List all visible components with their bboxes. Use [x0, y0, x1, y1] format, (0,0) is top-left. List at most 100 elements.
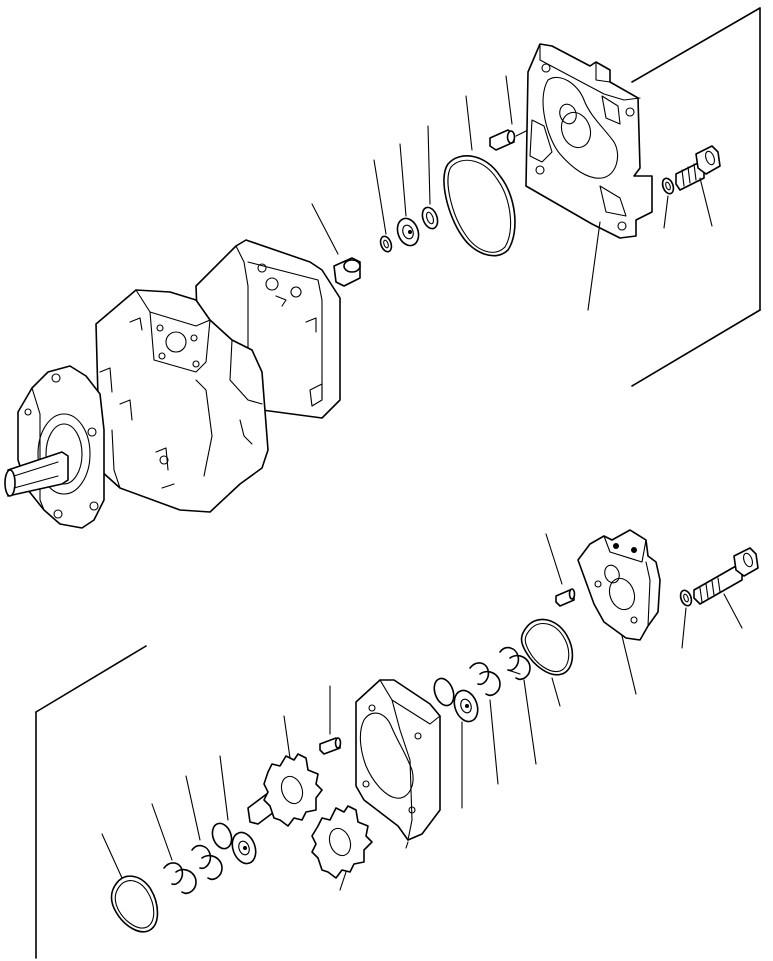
- leader-driven-gear: [339, 871, 347, 891]
- rear-port-mark: [275, 295, 287, 307]
- front-flange-edge: [31, 387, 45, 511]
- rear-bolt-hole-1: [265, 277, 279, 291]
- lower-seal-ring-inner: [524, 623, 570, 673]
- rear-cover-slot-2: [599, 185, 627, 217]
- lower-end-cover-hole-2: [631, 547, 637, 553]
- lower-bearing-inner: [460, 698, 472, 714]
- frame-lines: [35, 7, 761, 959]
- dowel-pin-upper-end: [506, 130, 516, 144]
- flange-pilot-inner: [45, 423, 83, 485]
- lower-end-cover-bore-2: [604, 564, 620, 584]
- lower-bolt-head: [733, 547, 759, 577]
- leader-front-seal: [101, 833, 123, 879]
- leader-dowel-lower: [545, 533, 563, 585]
- flange-bolt-5: [24, 408, 32, 416]
- front-bearing-1: [211, 822, 233, 850]
- spacer-washer: [421, 206, 439, 230]
- small-snap-ring: [379, 235, 393, 253]
- leader-clip-upper: [523, 679, 537, 765]
- gear-housing-hole-4: [408, 806, 416, 814]
- upper-bolt-head-face: [704, 150, 716, 166]
- leader-clip-front-2: [151, 803, 173, 861]
- rear-cover-bore-2: [559, 103, 577, 125]
- lower-thrust-plate: [433, 677, 455, 707]
- center-body-top-edge: [135, 289, 211, 327]
- front-seal-ring-inner: [114, 880, 155, 929]
- leader-bearing: [399, 143, 407, 217]
- flange-bolt-3: [89, 501, 99, 511]
- leader-gear-housing: [405, 841, 409, 849]
- lower-bolt-washer-hole: [683, 593, 689, 603]
- rear-housing-face: [247, 261, 323, 401]
- lower-end-cover-hole-1: [613, 543, 619, 549]
- center-body-mark-5: [161, 483, 175, 489]
- clip-upper-1: [499, 646, 520, 672]
- clip-upper-2: [509, 654, 531, 681]
- rear-cover-bore-1: [560, 111, 592, 149]
- front-bearing-ball: [243, 846, 247, 850]
- drive-gear: [263, 753, 323, 827]
- upper-bearing-ball: [408, 230, 412, 234]
- center-body-mark-2: [99, 367, 113, 393]
- lower-end-cover: [577, 529, 661, 641]
- gear-housing-hole-1: [368, 704, 376, 712]
- upper-bolt-washer: [661, 177, 675, 195]
- leader-dowel-upper: [505, 75, 513, 125]
- clip-upper-bridge: [507, 669, 521, 675]
- drive-shaft-end: [4, 469, 16, 497]
- lower-seal-ring: [520, 618, 574, 676]
- leader-upper-washer: [663, 195, 669, 229]
- leader-drive-gear: [283, 715, 291, 759]
- clip-front-4: [175, 868, 197, 895]
- center-body-lower: [111, 429, 121, 489]
- rear-foot: [309, 383, 323, 407]
- gear-housing: [355, 679, 441, 841]
- gear-housing-hole-3: [362, 780, 370, 788]
- center-port-bolt-1: [156, 324, 164, 332]
- clip-mid-1: [469, 662, 490, 686]
- center-body-rib: [195, 379, 213, 477]
- lower-bolt-thread-3: [711, 580, 715, 596]
- dowel-upper-guide: [515, 129, 529, 137]
- center-port-bolt-2: [190, 334, 198, 342]
- lower-end-cover-hole-3: [594, 580, 602, 588]
- bushing-end: [343, 259, 361, 273]
- spacer-washer-hole: [425, 211, 435, 225]
- flange-bolt-4: [53, 509, 63, 519]
- pump-assembly: [4, 239, 341, 529]
- rear-bolt-hole-2: [290, 286, 302, 298]
- dowel-pin-lower-end: [568, 588, 576, 600]
- upper-bolt-thread-3: [693, 163, 697, 181]
- rear-cover-recess: [542, 76, 619, 179]
- upper-bolt-head: [695, 145, 721, 175]
- center-body-side: [229, 339, 263, 405]
- gear-housing-cavity: [359, 712, 414, 799]
- clip-front-3: [163, 862, 184, 886]
- rear-cover-boss: [595, 61, 611, 83]
- upper-bolt-thread-1: [681, 169, 685, 187]
- flange-pilot: [37, 413, 91, 495]
- rear-cover-slot-3: [601, 95, 621, 125]
- lower-bolt-washer: [679, 589, 693, 607]
- rear-housing-edge: [235, 245, 249, 393]
- dowel-pin-housing-end: [334, 737, 342, 749]
- lower-exploded-parts: [101, 529, 759, 933]
- rear-cover-hole-3: [535, 165, 545, 175]
- flange-bolt-2: [87, 427, 97, 437]
- rear-bolt-hole-3: [257, 263, 267, 273]
- front-seal-ring: [110, 875, 159, 933]
- upper-bolt-washer-hole: [665, 181, 671, 191]
- lower-end-cover-bore-1: [608, 577, 636, 611]
- upper-bearing-inner: [402, 224, 414, 240]
- center-port-opening: [165, 331, 187, 353]
- lower-bolt-thread-1: [699, 587, 703, 603]
- upper-bolt-thread-2: [687, 166, 691, 184]
- gear-housing-top: [379, 679, 441, 725]
- leader-bushing: [311, 203, 339, 255]
- o-ring-gasket-inner: [447, 159, 512, 253]
- lower-end-cover-hole-4: [630, 616, 638, 624]
- leader-washer: [427, 125, 431, 205]
- frame-line-top: [631, 7, 761, 83]
